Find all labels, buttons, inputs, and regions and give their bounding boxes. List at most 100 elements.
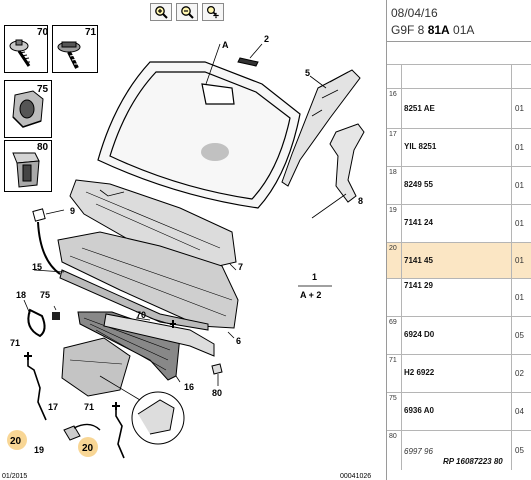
highlight-marker	[78, 437, 98, 457]
callout-label: 15	[32, 262, 42, 272]
callout-label: 19	[34, 445, 44, 455]
parts-row[interactable]	[387, 64, 531, 88]
callout-label: 16	[184, 382, 194, 392]
footer-code: 00041026	[340, 473, 372, 480]
row-index: 69	[387, 317, 402, 354]
row-qty: 01	[511, 243, 524, 278]
part-71b	[115, 404, 125, 459]
bolt-icon	[57, 41, 81, 69]
row-index: 18	[387, 167, 402, 204]
row-qty: 01	[511, 89, 524, 128]
screw-icon	[9, 39, 31, 67]
parts-row[interactable]: 71 H2 6922 02	[387, 354, 531, 392]
row-index: 20	[387, 243, 402, 278]
fastener-number: 75	[37, 84, 49, 95]
pan-zoom-button[interactable]	[202, 3, 224, 21]
part-7	[69, 179, 237, 269]
parts-row[interactable]: 69 6924 D0 05	[387, 316, 531, 354]
callout-label-highlight: 20	[82, 443, 94, 454]
row-reference: 8249 55	[404, 180, 433, 189]
row-rp-number: RP 16087223 80	[443, 457, 503, 466]
row-index: 17	[387, 129, 402, 166]
zoom-in-button[interactable]	[150, 3, 172, 21]
fastener-number: 70	[37, 27, 49, 38]
panel-date: 08/04/16	[391, 6, 438, 20]
row-index: 19	[387, 205, 402, 242]
code-bold: 81A	[427, 23, 450, 37]
row-qty: 01	[511, 279, 524, 316]
row-qty	[511, 65, 515, 88]
part-71a	[27, 354, 47, 421]
row-reference: YIL 8251	[404, 142, 437, 151]
zoom-out-button[interactable]	[176, 3, 198, 21]
row-qty: 05	[511, 431, 524, 470]
row-qty: 01	[511, 167, 524, 204]
nut-icon	[12, 90, 44, 128]
parts-row[interactable]: 75 6936 A0 04	[387, 392, 531, 430]
zoom-in-icon	[155, 6, 168, 19]
row-reference: 7141 45	[404, 256, 433, 265]
part-18	[27, 308, 46, 338]
part-2	[237, 57, 259, 67]
part-17	[61, 337, 131, 397]
row-index	[387, 279, 402, 316]
parts-row[interactable]: 17 YIL 8251 01	[387, 128, 531, 166]
pan-zoom-icon	[206, 5, 219, 19]
parts-list-panel: 08/04/16 G9F 8 81A 01A 16 8251 AE 01 17 …	[386, 0, 531, 480]
row-reference: 6997 96	[404, 447, 433, 456]
footer-date: 01/2015	[2, 473, 28, 480]
parts-row[interactable]: 16 8251 AE 01	[387, 88, 531, 128]
part-6-trim	[103, 313, 215, 357]
part-75	[52, 312, 60, 320]
parts-row[interactable]: 18 8249 55 01	[387, 166, 531, 204]
callout-label: 7	[238, 262, 243, 272]
parts-row-selected[interactable]: 20 7141 45 01	[387, 242, 531, 278]
callout-label: 71	[10, 338, 20, 348]
row-index: 16	[387, 89, 402, 128]
fastener-box-75[interactable]: 75	[4, 80, 52, 138]
fastener-number: 80	[37, 142, 49, 153]
panel-model-code: G9F 8 81A 01A	[391, 23, 474, 37]
row-qty: 02	[511, 355, 524, 392]
header-divider	[387, 41, 531, 42]
callout-label: A	[222, 40, 229, 50]
callout-label: 71	[84, 402, 94, 412]
clip-icon	[12, 152, 40, 188]
parts-row[interactable]: 19 7141 24 01	[387, 204, 531, 242]
row-index: 80	[387, 431, 402, 470]
callout-label: 75	[40, 290, 50, 300]
callout-label: 6	[236, 336, 241, 346]
code-prefix: G9F 8	[391, 23, 428, 37]
fastener-box-70[interactable]: 70	[4, 25, 48, 73]
callout-label: 2	[264, 34, 269, 44]
row-qty: 04	[511, 393, 524, 430]
row-reference: 6924 D0	[404, 330, 435, 339]
callout-label: 9	[70, 206, 75, 216]
row-reference: 7141 24	[404, 218, 433, 227]
part-8	[329, 123, 365, 203]
parts-diagram[interactable]: 70 71 75 80	[0, 0, 386, 480]
row-index	[387, 65, 402, 88]
row-reference: 7141 29	[404, 281, 433, 290]
parts-row[interactable]: 80 6997 96 RP 16087223 80 05	[387, 430, 531, 470]
callout-label: 80	[212, 388, 222, 398]
callout-label: 18	[16, 290, 26, 300]
parts-row[interactable]: 7141 29 01	[387, 278, 531, 316]
highlight-marker	[7, 430, 27, 450]
row-qty: 01	[511, 129, 524, 166]
row-index: 71	[387, 355, 402, 392]
fastener-box-71[interactable]: 71	[52, 25, 98, 73]
callout-label: A + 2	[300, 290, 321, 300]
row-qty: 01	[511, 205, 524, 242]
fastener-box-80[interactable]: 80	[4, 140, 52, 192]
callout-label-highlight: 20	[10, 436, 22, 447]
callout-label: 5	[305, 68, 310, 78]
part-6-cowl	[57, 231, 239, 329]
row-qty: 05	[511, 317, 524, 354]
callout-label: 1	[312, 272, 317, 282]
windshield	[97, 43, 301, 209]
row-reference: 6936 A0	[404, 406, 434, 415]
part-19	[63, 425, 81, 441]
fastener-number: 71	[85, 27, 97, 38]
callout-label: 8	[358, 196, 363, 206]
